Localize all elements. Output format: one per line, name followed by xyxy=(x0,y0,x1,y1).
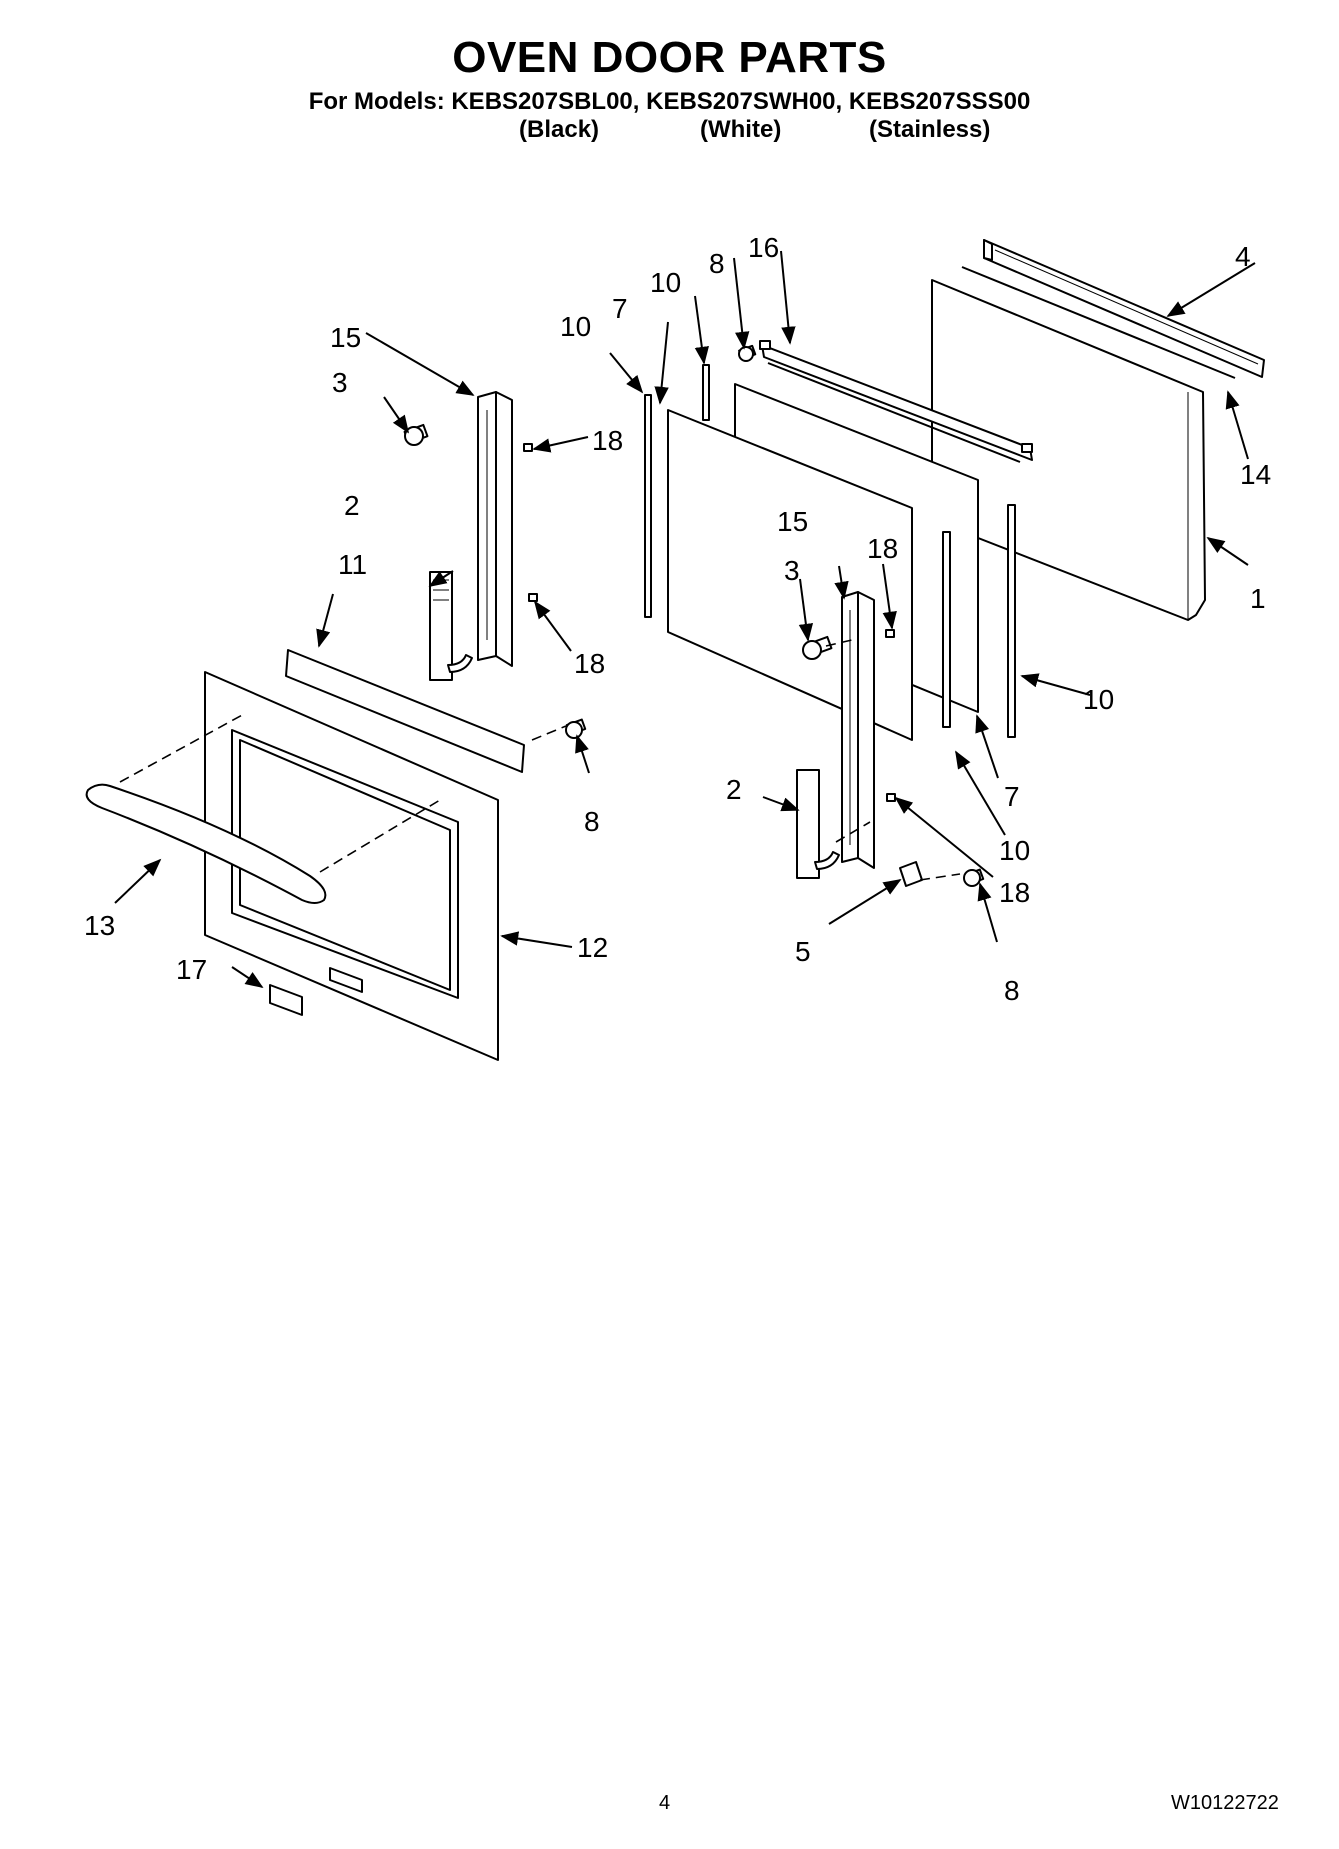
part-top-bracket xyxy=(759,340,1033,463)
part-trim-strip xyxy=(961,266,1236,379)
part-badge xyxy=(269,984,303,1016)
part-door-frame xyxy=(204,671,499,1061)
callout-10: 10 xyxy=(560,311,591,342)
callout-13: 13 xyxy=(84,910,115,941)
callout-18: 18 xyxy=(867,533,898,564)
document-number: W10122722 xyxy=(1171,1792,1279,1814)
part-hinge-right xyxy=(796,591,875,879)
page-title: OVEN DOOR PARTS xyxy=(452,33,887,82)
callout-12: 12 xyxy=(577,932,608,963)
part-gasket xyxy=(942,531,951,728)
callout-14: 14 xyxy=(1240,459,1271,490)
callout-8: 8 xyxy=(584,806,600,837)
part-strip xyxy=(285,649,525,773)
models-line: For Models: KEBS207SBL00, KEBS207SWH00, … xyxy=(308,88,1031,115)
part-handle xyxy=(85,783,327,904)
callout-8: 8 xyxy=(709,248,725,279)
callout-15: 15 xyxy=(330,322,361,353)
part-top-trim xyxy=(983,239,1265,378)
part-screw xyxy=(738,344,757,362)
callout-17: 17 xyxy=(176,954,207,985)
callout-16: 16 xyxy=(748,232,779,263)
page-number: 4 xyxy=(659,1792,671,1814)
callout-18: 18 xyxy=(999,877,1030,908)
callout-18: 18 xyxy=(574,648,605,679)
part-screw xyxy=(403,423,429,446)
callout-18: 18 xyxy=(592,425,623,456)
variant-black: (Black) xyxy=(519,116,600,143)
part-clip xyxy=(523,443,533,452)
part-latch-clip xyxy=(899,861,923,887)
part-screw xyxy=(565,718,587,739)
part-hinge-left xyxy=(429,391,513,681)
part-gasket xyxy=(644,394,652,618)
part-clip xyxy=(886,793,896,802)
part-clip xyxy=(528,593,538,602)
part-gasket xyxy=(702,364,710,421)
callout-10: 10 xyxy=(650,267,681,298)
part-badge-slot xyxy=(329,967,363,993)
callout-2: 2 xyxy=(726,774,742,805)
callout-2: 2 xyxy=(344,490,360,521)
callout-10: 10 xyxy=(999,835,1030,866)
callout-1: 1 xyxy=(1250,583,1266,614)
callout-4: 4 xyxy=(1235,241,1251,272)
callout-7: 7 xyxy=(612,293,628,324)
callout-3: 3 xyxy=(332,367,348,398)
part-clip xyxy=(885,629,895,638)
callout-15: 15 xyxy=(777,506,808,537)
variant-stainless: (Stainless) xyxy=(869,116,991,143)
callout-5: 5 xyxy=(795,936,811,967)
callout-10: 10 xyxy=(1083,684,1114,715)
part-screw xyxy=(802,635,833,660)
variant-white: (White) xyxy=(700,116,782,143)
part-screw xyxy=(963,868,985,887)
callout-11: 11 xyxy=(338,549,367,580)
callout-8: 8 xyxy=(1004,975,1020,1006)
part-gasket xyxy=(1007,504,1016,738)
callout-7: 7 xyxy=(1004,781,1020,812)
callout-3: 3 xyxy=(784,555,800,586)
